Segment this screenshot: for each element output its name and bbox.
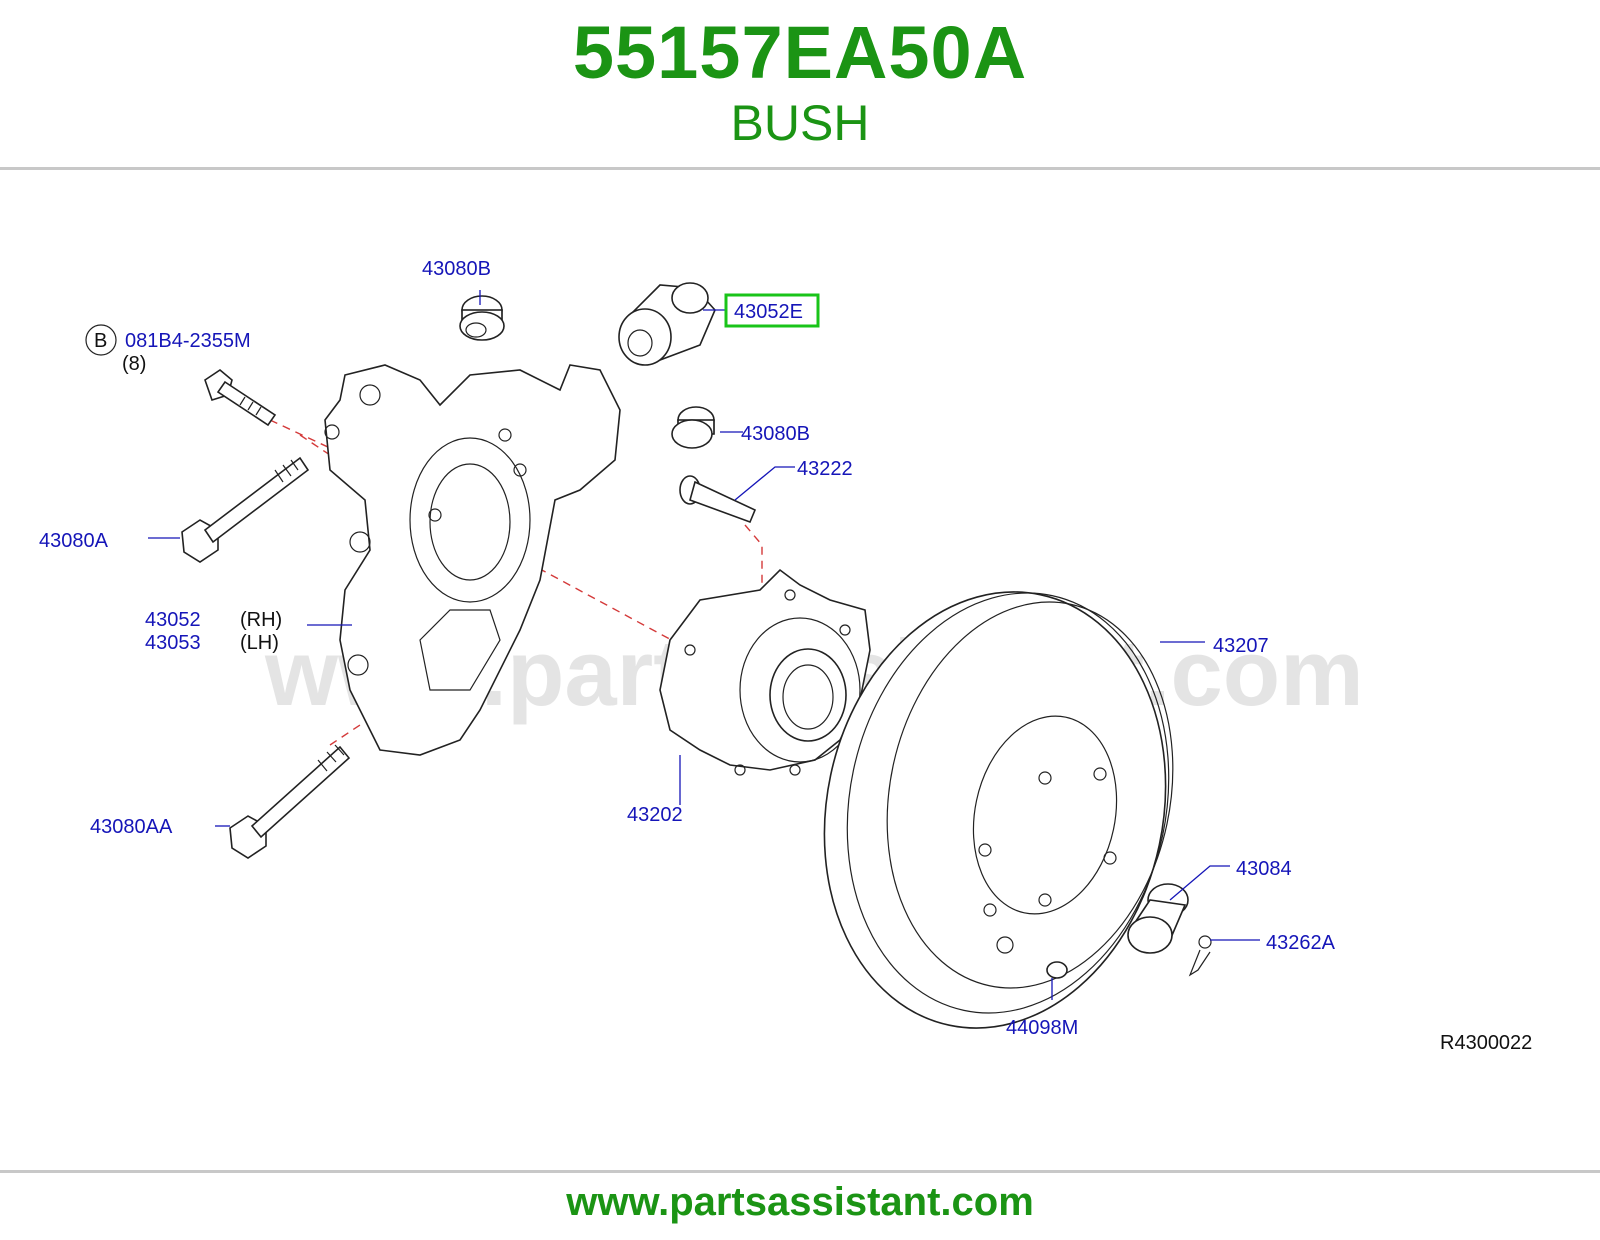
part-name-subtitle: BUSH (730, 95, 870, 151)
label-43053-side: (LH) (240, 632, 279, 654)
bolt-43080A[interactable] (181, 456, 310, 563)
hub-43202[interactable] (659, 568, 871, 776)
label-43202[interactable]: 43202 (627, 804, 683, 826)
bushing-43080B-mid[interactable] (671, 406, 715, 449)
highlight-box-43052E (724, 293, 820, 328)
label-43052[interactable]: 43052 (145, 609, 201, 631)
label-43052-side: (RH) (240, 609, 282, 631)
label-43053[interactable]: 43053 (145, 632, 201, 654)
label-43080AA[interactable]: 43080AA (90, 816, 173, 838)
bolt-081B4-2355M[interactable] (204, 369, 277, 427)
stud-43222[interactable] (679, 475, 757, 524)
diagram-reference-code: R4300022 (1440, 1032, 1532, 1054)
label-43084[interactable]: 43084 (1236, 858, 1292, 880)
clip-43262A[interactable] (1188, 935, 1212, 977)
label-43207[interactable]: 43207 (1213, 635, 1269, 657)
bushing-43080B-top[interactable] (459, 295, 505, 341)
leader-lines (148, 290, 1260, 1000)
cap-43084[interactable] (1127, 883, 1189, 954)
callout-labels: 43080B 43052E B 081B4-2355M (8) 43080B 4… (39, 258, 1532, 1054)
label-circle-b: B (94, 330, 107, 352)
footer-divider (0, 1170, 1600, 1173)
parts-diagram: www.partsassistant.com (39, 258, 1532, 1060)
label-43080B-top[interactable]: 43080B (422, 258, 491, 280)
disc-rotor-43207[interactable] (785, 560, 1208, 1060)
label-44098M[interactable]: 44098M (1006, 1017, 1078, 1039)
circle-b-symbol (85, 324, 117, 356)
label-43080A[interactable]: 43080A (39, 530, 109, 552)
knuckle-43052-43053[interactable] (324, 364, 621, 756)
label-081B4-2355M[interactable]: 081B4-2355M (125, 330, 251, 352)
label-081B4-quantity: (8) (122, 353, 146, 375)
label-43052E[interactable]: 43052E (734, 301, 803, 323)
header-divider (0, 167, 1600, 170)
footer-website-link[interactable]: www.partsassistant.com (566, 1180, 1034, 1224)
label-43080B-mid[interactable]: 43080B (741, 423, 810, 445)
bolt-43080AA[interactable] (229, 744, 351, 859)
label-43262A[interactable]: 43262A (1266, 932, 1336, 954)
label-43222[interactable]: 43222 (797, 458, 853, 480)
page-header: 55157EA50A BUSH (0, 0, 1600, 168)
plug-44098M[interactable] (1046, 961, 1068, 979)
part-number-title: 55157EA50A (572, 11, 1028, 94)
bush-43052E[interactable] (618, 282, 716, 366)
